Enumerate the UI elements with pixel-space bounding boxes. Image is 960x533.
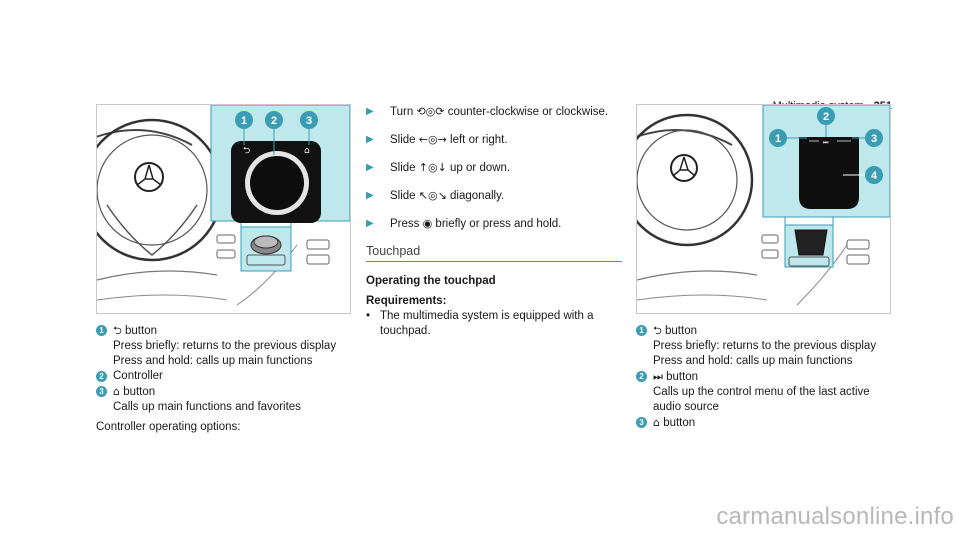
svg-text:2: 2 xyxy=(271,115,277,127)
home-icon: ⌂ xyxy=(113,385,120,398)
svg-text:3: 3 xyxy=(871,133,877,145)
legend-line: Calls up main functions and favorites xyxy=(113,401,301,413)
legend-label: button xyxy=(125,325,157,337)
controller-figure: ⮌ ⌂ 1 2 3 xyxy=(96,104,351,314)
home-icon: ⌂ xyxy=(653,416,660,429)
bullet-text: briefly or press and hold. xyxy=(435,218,562,230)
legend-item-2: 2 Controller xyxy=(96,369,356,384)
callout-2: 2 xyxy=(817,107,835,125)
step-arrow-icon: ▶ xyxy=(366,106,374,117)
legend-label: button xyxy=(663,417,696,429)
legend-line: Press briefly: returns to the previous d… xyxy=(113,340,337,352)
bullet-text: left or right. xyxy=(450,134,508,146)
slide-left-right-icon: ←◎→ xyxy=(418,133,447,146)
subheading: Operating the touchpad xyxy=(366,275,496,287)
watermark: carmanualsonline.info xyxy=(716,503,954,530)
bullet-verb: Slide xyxy=(390,134,416,146)
callout-3: 3 xyxy=(865,129,883,147)
section-title: Touchpad xyxy=(366,244,622,262)
bullet-turn: ▶ Turn ⟲◎⟳ counter-clockwise or clockwis… xyxy=(366,104,622,120)
press-icon: ◉ xyxy=(422,217,433,230)
legend-badge: 3 xyxy=(636,417,647,428)
legend-badge: 1 xyxy=(636,325,647,336)
touchpad-illustration: ⏭ 1 2 3 4 xyxy=(637,105,890,306)
svg-text:⮌: ⮌ xyxy=(243,146,250,156)
legend-label: button xyxy=(665,325,697,337)
legend-badge: 2 xyxy=(636,371,647,382)
bullet-text: up or down. xyxy=(450,162,511,174)
callout-4: 4 xyxy=(865,166,883,184)
requirements-label: Requirements: xyxy=(366,295,447,307)
touchpad-legend: 1 ⮌ button Press briefly: returns to the… xyxy=(636,323,898,431)
legend-item-3: 3 ⌂ button xyxy=(96,384,356,400)
bullet-verb: Slide xyxy=(390,162,416,174)
svg-text:⌂: ⌂ xyxy=(304,146,310,156)
svg-text:1: 1 xyxy=(241,115,247,127)
legend-line: Press and hold: calls up main functions xyxy=(113,355,313,367)
legend-item-1: 1 ⮌ button xyxy=(96,323,356,339)
bullet-slide-ud: ▶ Slide ↑◎↓ up or down. xyxy=(366,160,622,176)
bullet-dot: • xyxy=(366,310,371,322)
legend-badge: 2 xyxy=(96,371,107,382)
callout-2: 2 xyxy=(265,111,283,129)
bullet-slide-diag: ▶ Slide ↖◎↘ diagonally. xyxy=(366,188,622,204)
slide-up-down-icon: ↑◎↓ xyxy=(418,161,447,174)
legend-item-3: 3 ⌂ button xyxy=(636,415,898,431)
legend-label: button xyxy=(123,386,156,398)
controller-legend: 1 ⮌ button Press briefly: returns to the… xyxy=(96,323,356,435)
callout-3: 3 xyxy=(300,111,318,129)
bullet-verb: Slide xyxy=(390,190,416,202)
svg-text:2: 2 xyxy=(823,111,829,123)
svg-text:1: 1 xyxy=(775,133,781,145)
controller-options-intro: Controller operating options: xyxy=(96,421,241,433)
step-arrow-icon: ▶ xyxy=(366,162,374,173)
callout-1: 1 xyxy=(235,111,253,129)
slide-diagonal-icon: ↖◎↘ xyxy=(418,189,447,202)
controller-illustration: ⮌ ⌂ 1 2 3 xyxy=(97,105,350,306)
skip-forward-icon: ⏭ xyxy=(653,370,663,383)
svg-text:4: 4 xyxy=(871,170,878,182)
legend-label: Controller xyxy=(113,370,163,382)
requirement-text: The multimedia system is equipped with a… xyxy=(380,310,594,337)
legend-badge: 1 xyxy=(96,325,107,336)
middle-column: ▶ Turn ⟲◎⟳ counter-clockwise or clockwis… xyxy=(366,104,622,339)
bullet-text: counter-clockwise or clockwise. xyxy=(447,106,609,118)
legend-item-2: 2 ⏭ button xyxy=(636,369,898,385)
callout-1: 1 xyxy=(769,129,787,147)
legend-label: button xyxy=(666,371,699,383)
step-arrow-icon: ▶ xyxy=(366,218,374,229)
legend-line: Press briefly: returns to the previous d… xyxy=(653,340,877,352)
svg-text:3: 3 xyxy=(306,115,312,127)
bullet-slide-lr: ▶ Slide ←◎→ left or right. xyxy=(366,132,622,148)
back-icon: ⮌ xyxy=(653,324,662,337)
rotate-icon: ⟲◎⟳ xyxy=(416,105,445,118)
requirement-item: • The multimedia system is equipped with… xyxy=(366,309,622,339)
bullet-verb: Turn xyxy=(390,106,414,118)
bullet-press: ▶ Press ◉ briefly or press and hold. xyxy=(366,216,622,232)
bullet-verb: Press xyxy=(390,218,420,230)
step-arrow-icon: ▶ xyxy=(366,190,374,201)
touchpad-figure: ⏭ 1 2 3 4 xyxy=(636,104,891,314)
legend-item-1: 1 ⮌ button xyxy=(636,323,898,339)
legend-badge: 3 xyxy=(96,386,107,397)
legend-line: Calls up the control menu of the last ac… xyxy=(653,386,870,413)
legend-line: Press and hold: calls up main functions xyxy=(653,355,853,367)
bullet-text: diagonally. xyxy=(450,190,505,202)
step-arrow-icon: ▶ xyxy=(366,134,374,145)
svg-text:⏭: ⏭ xyxy=(823,139,829,146)
back-icon: ⮌ xyxy=(113,324,122,337)
